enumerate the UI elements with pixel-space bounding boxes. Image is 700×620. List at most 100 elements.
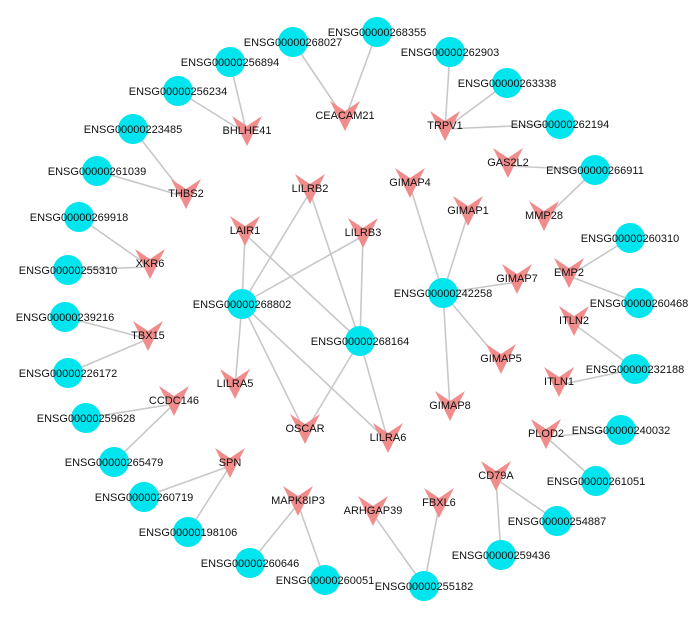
node-label: GIMAP4 [389,177,431,189]
node-ccdc146[interactable]: CCDC146 [149,386,199,416]
node-ensg00000242258[interactable]: ENSG00000242258 [394,278,492,308]
gene-vee-icon [283,486,313,516]
node-ceacam21[interactable]: CEACAM21 [315,101,375,131]
node-cd79a[interactable]: CD79A [478,461,514,491]
node-lair1[interactable]: LAIR1 [230,216,261,246]
node-bhlhe41[interactable]: BHLHE41 [223,116,272,146]
node-ensg00000259628[interactable]: ENSG00000259628 [37,403,135,433]
node-label: ENSG00000198106 [139,527,237,539]
gene-vee-icon [215,448,245,478]
node-gimap4[interactable]: GIMAP4 [389,168,431,198]
node-arhgap39[interactable]: ARHGAP39 [344,496,403,526]
node-gimap8[interactable]: GIMAP8 [429,391,471,421]
node-lilra5[interactable]: LILRA5 [217,369,254,399]
node-label: ENSG00000232188 [586,364,684,376]
lncrna-circle-icon [542,506,572,536]
node-ensg00000261051[interactable]: ENSG00000261051 [547,466,645,496]
node-emp2[interactable]: EMP2 [554,258,584,288]
node-ensg00000260310[interactable]: ENSG00000260310 [581,223,679,253]
gene-vee-icon [135,249,165,279]
node-ensg00000226172[interactable]: ENSG00000226172 [19,358,117,388]
node-ensg00000260051[interactable]: ENSG00000260051 [276,565,374,595]
node-fbxl6[interactable]: FBXL6 [422,488,456,518]
node-mmp28[interactable]: MMP28 [525,201,563,231]
node-ensg00000254887[interactable]: ENSG00000254887 [508,506,606,536]
node-mapk8ip3[interactable]: MAPK8IP3 [271,486,325,516]
node-xkr6[interactable]: XKR6 [135,249,165,279]
node-ensg00000259436[interactable]: ENSG00000259436 [452,540,550,570]
node-plod2[interactable]: PLOD2 [528,419,564,449]
node-label: GIMAP7 [496,273,538,285]
edge-ensg00000261039-thbs2 [96,170,187,198]
node-tbx15[interactable]: TBX15 [131,321,165,351]
lncrna-circle-icon [227,289,257,319]
node-ensg00000268027[interactable]: ENSG00000268027 [244,27,342,57]
node-ensg00000266911[interactable]: ENSG00000266911 [546,155,644,185]
gene-vee-icon [295,174,325,204]
node-label: ENSG00000260719 [95,492,193,504]
node-gimap7[interactable]: GIMAP7 [496,264,538,294]
lncrna-circle-icon [163,76,193,106]
node-thbs2[interactable]: THBS2 [168,179,204,209]
node-trpv1[interactable]: TRPV1 [427,111,463,141]
lncrna-circle-icon [362,17,392,47]
node-ensg00000232188[interactable]: ENSG00000232188 [586,354,684,384]
node-label: EMP2 [554,267,584,279]
node-label: ENSG00000266911 [546,165,644,177]
node-ensg00000260646[interactable]: ENSG00000260646 [201,548,299,578]
node-ensg00000198106[interactable]: ENSG00000198106 [139,517,237,547]
node-label: TBX15 [131,330,165,342]
lncrna-circle-icon [624,288,654,318]
node-label: GIMAP8 [429,400,471,412]
lncrna-circle-icon [278,27,308,57]
node-ensg00000268802[interactable]: ENSG00000268802 [193,289,291,319]
node-gimap5[interactable]: GIMAP5 [480,344,522,374]
node-lilra6[interactable]: LILRA6 [370,423,407,453]
node-ensg00000255310[interactable]: ENSG00000255310 [19,255,117,285]
node-ensg00000240032[interactable]: ENSG00000240032 [572,415,670,445]
node-label: ENSG00000259628 [37,413,135,425]
node-itln2[interactable]: ITLN2 [559,306,589,336]
node-gimap1[interactable]: GIMAP1 [447,196,489,226]
node-ensg00000263338[interactable]: ENSG00000263338 [458,68,556,98]
node-ensg00000268355[interactable]: ENSG00000268355 [328,17,426,47]
node-itln1[interactable]: ITLN1 [544,367,574,397]
node-lilrb2[interactable]: LILRB2 [292,174,329,204]
node-ensg00000223485[interactable]: ENSG00000223485 [84,114,182,144]
node-ensg00000239216[interactable]: ENSG00000239216 [16,302,114,332]
node-label: CEACAM21 [315,110,374,122]
node-label: LILRB2 [292,183,329,195]
node-gas2l2[interactable]: GAS2L2 [487,148,529,178]
node-oscar[interactable]: OSCAR [285,414,325,444]
node-spn[interactable]: SPN [215,448,245,478]
node-label: GAS2L2 [487,157,529,169]
gene-vee-icon [486,344,516,374]
node-label: ENSG00000260468 [590,298,688,310]
node-ensg00000268164[interactable]: ENSG00000268164 [311,326,409,356]
node-lilrb3[interactable]: LILRB3 [345,218,382,248]
node-ensg00000269918[interactable]: ENSG00000269918 [30,202,128,232]
node-ensg00000265479[interactable]: ENSG00000265479 [65,447,163,477]
node-label: ENSG00000256894 [181,57,279,69]
gene-vee-icon [554,258,584,288]
lncrna-circle-icon [53,358,83,388]
node-ensg00000260719[interactable]: ENSG00000260719 [95,482,193,512]
gene-vee-icon [358,496,388,526]
node-label: ITLN2 [559,315,589,327]
node-label: ENSG00000242258 [394,288,492,300]
node-ensg00000255182[interactable]: ENSG00000255182 [375,571,473,601]
node-ensg00000262903[interactable]: ENSG00000262903 [401,37,499,67]
node-ensg00000262194[interactable]: ENSG00000262194 [511,109,609,139]
edge-ensg00000268802-oscar [241,303,306,433]
node-label: ENSG00000265479 [65,457,163,469]
node-label: ENSG00000259436 [452,550,550,562]
lncrna-circle-icon [82,156,112,186]
gene-vee-icon [232,116,262,146]
node-ensg00000256234[interactable]: ENSG00000256234 [129,76,227,106]
node-label: ENSG00000261051 [547,476,645,488]
lncrna-circle-icon [129,482,159,512]
gene-vee-icon [435,391,465,421]
node-ensg00000256894[interactable]: ENSG00000256894 [181,47,279,77]
node-ensg00000261039[interactable]: ENSG00000261039 [48,156,146,186]
node-ensg00000260468[interactable]: ENSG00000260468 [590,288,688,318]
